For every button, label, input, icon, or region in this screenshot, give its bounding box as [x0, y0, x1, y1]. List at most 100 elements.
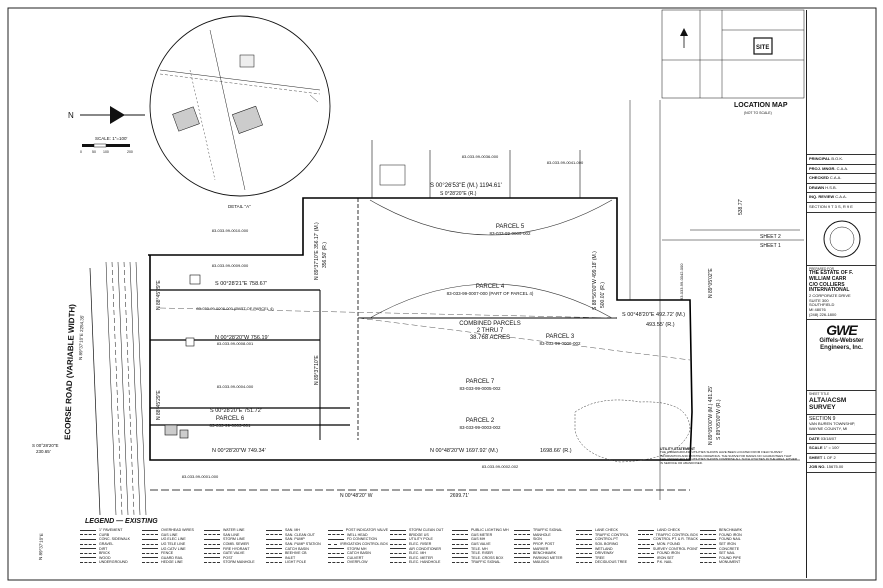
legend-item: TELE. CROSS BOX [452, 556, 512, 561]
detail-label: DETAIL "A" [228, 204, 251, 209]
legend-label: TREE [595, 555, 605, 560]
legend-symbol-icon [204, 561, 220, 563]
legend-item: FD CONNECTION [328, 537, 388, 542]
legend-item: INLET [266, 556, 326, 561]
legend-item: MARKER [514, 546, 574, 551]
legend-label: TELE. RISER [471, 551, 493, 556]
scale-tick: 200 [127, 150, 133, 154]
legend-symbol-icon [452, 552, 468, 554]
legend-item: ELEC. METER [390, 556, 450, 561]
legend-symbol-icon [204, 552, 220, 554]
legend-item: TRAFFIC SIGNAL [452, 560, 512, 565]
legend-label: IRRIGATION CONTROL BOX [340, 542, 388, 547]
legend-label: MON. FOUND [657, 542, 681, 547]
legend-label: LAND CHECK [657, 528, 681, 533]
legend-label: WELL HEAD [347, 532, 368, 537]
legend-label: ELEC. METER [409, 555, 433, 560]
checked-row: CHECKED C.A.A. [807, 174, 876, 184]
legend-label: CONCRETE [719, 546, 740, 551]
legend-symbol-icon [514, 534, 530, 536]
legend-label: CONC. SIDEWALK [99, 537, 131, 542]
legend-symbol-icon [514, 543, 530, 545]
utility-statement: UTILITY STATEMENT THE UNDERGROUND UTILIT… [660, 447, 798, 465]
legend-item: SET NAIL [700, 551, 760, 556]
legend-item: SOIL BORING [576, 542, 636, 547]
legend-symbol-icon [700, 548, 716, 550]
bearing-v2: S 88°56'00"W 499.18' (M.) [592, 251, 598, 310]
legend-symbol-icon [266, 557, 282, 559]
legend-item: OVERHEAD WIRES [142, 528, 202, 533]
legend-symbol-icon [638, 552, 654, 554]
legend-symbol-icon [328, 557, 344, 559]
bearing-bottom-left: S 00°28'20"E [32, 443, 59, 448]
legend-title: LEGEND — EXISTING [85, 518, 158, 525]
legend-symbol-icon [576, 548, 592, 550]
adjacent-id: 83-033-99-0036-000 [462, 154, 499, 159]
legend-symbol-icon [576, 543, 592, 545]
scale-tick: 50 [92, 150, 96, 154]
firm-logo: GWE [826, 322, 857, 339]
legend-label: PUBLIC LIGHTING MH [471, 528, 509, 533]
legend-item: TREE [576, 556, 636, 561]
legend-symbol-icon [514, 552, 530, 554]
legend-label: TRAFFIC SIGNAL [471, 560, 501, 565]
legend-label: BRIDGE US [409, 532, 429, 537]
adjacent-id: 83-033-99-0008-000 (PART OF PARCEL 4) [196, 306, 274, 311]
legend-item: FENCE [142, 551, 202, 556]
bearing-v1-r: 356.50' (R.) [322, 242, 328, 268]
location-map-title: LOCATION MAP [734, 102, 788, 109]
location-map: SITE [661, 9, 805, 99]
legend-label: SAN. PUMP STATION [285, 542, 321, 547]
legend-symbol-icon [142, 543, 158, 545]
legend-item: IRRIGATION CONTROL BOX [328, 542, 388, 547]
legend-label: SAN. PUMP [285, 537, 305, 542]
legend-symbol-icon [204, 548, 220, 550]
legend-item: MANHOLE [514, 533, 574, 538]
detail-a-circle: DETAIL "A" [149, 15, 331, 209]
legend-symbol-icon [142, 552, 158, 554]
legend-symbol-icon [390, 538, 406, 540]
legend-label: CURB [99, 532, 110, 537]
bearing-labels: S 00°26'53"E (M.) 1194.61' S 0°28'20"E (… [32, 183, 744, 499]
legend-item: BENCHMARK [700, 528, 760, 533]
drawn-row: DRAWN H.S.B. [807, 184, 876, 194]
legend-label: GRAVEL [99, 542, 114, 547]
legend-label: SAN. CLEAN OUT [285, 532, 315, 537]
legend-symbol-icon [514, 538, 530, 540]
legend-symbol-icon [638, 543, 654, 545]
legend-symbol-icon [142, 529, 158, 531]
legend-label: STORM LINE [223, 537, 245, 542]
north-arrow: N [68, 106, 145, 124]
legend-symbol-icon [328, 561, 344, 563]
legend-label: CONTROL PT. & R. TRACK [653, 537, 698, 542]
legend-label: PARKING METER [533, 555, 563, 560]
legend-item: FOUND IRON [700, 533, 760, 538]
parcel-6-id: 83-033-99-0003-001 [209, 423, 251, 428]
legend-item: ELEC. HANDHOLE [390, 560, 450, 565]
legend-label: ELEC. MH [409, 551, 426, 556]
legend-label: 1" PAVEMENT [99, 528, 123, 533]
legend-item: UG TELE LINE [142, 542, 202, 547]
legend-symbol-icon [328, 529, 343, 531]
legend-item: BEEHIVE CB [266, 551, 326, 556]
legend-symbol-icon [576, 552, 592, 554]
principal-row: PRINCIPAL B.O.K. [807, 155, 876, 165]
bearing-v5: N 89°05'00"W (M.) 481.25' [708, 386, 714, 445]
legend-symbol-icon [576, 561, 592, 563]
legend-label: UTILITY POLE [409, 537, 433, 542]
legend-item: DIRT [80, 546, 140, 551]
legend-symbol-icon [142, 557, 158, 559]
legend-item: HEDGE LINE [142, 560, 202, 565]
legend-label: DRIVEWAY [595, 551, 614, 556]
notes-area [807, 10, 876, 155]
legend-symbol-icon [266, 552, 282, 554]
legend-symbol-icon [390, 561, 406, 563]
sheet-row: SHEET 1 OF 2 [807, 454, 876, 464]
legend-label: SOIL BORING [595, 542, 619, 547]
job-row: JOB NO. 15675.00 [807, 463, 876, 473]
legend-item: LANE CHECK [576, 528, 636, 533]
legend-symbol-icon [142, 538, 158, 540]
legend-item: STORM CLEAN OUT [390, 528, 450, 533]
legend-label: POST INDICATOR VALVE [345, 528, 388, 533]
